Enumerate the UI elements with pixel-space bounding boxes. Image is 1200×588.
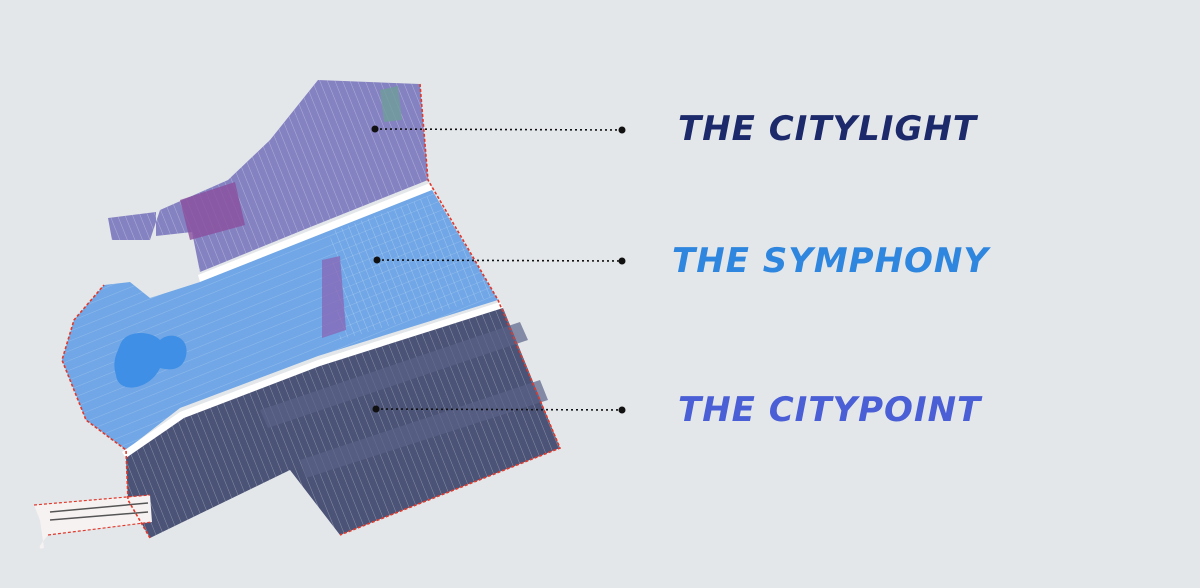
leader-symphony xyxy=(373,256,626,265)
leader-citylight xyxy=(371,125,626,134)
leader-dot-icon xyxy=(618,406,626,414)
zone-divider-2 xyxy=(122,302,503,458)
zone-citylight-area xyxy=(108,80,428,272)
access-road xyxy=(33,494,153,549)
zone-label-citypoint: THE CITYPOINT xyxy=(678,390,982,430)
green-block-symphony xyxy=(322,256,346,338)
boundary-line-icon xyxy=(61,83,562,539)
zone-symphony-area xyxy=(62,190,498,450)
zone-divider-1 xyxy=(198,183,432,282)
lake-icon xyxy=(114,333,187,388)
zone-label-symphony: THE SYMPHONY xyxy=(672,241,990,281)
plaza-block xyxy=(180,182,245,240)
leader-dot-icon xyxy=(618,257,626,265)
leader-dot-icon xyxy=(618,126,626,134)
leader-citypoint xyxy=(372,405,626,414)
zone-label-citylight: THE CITYLIGHT xyxy=(678,109,977,149)
green-block xyxy=(380,86,402,122)
zone-citypoint-area xyxy=(126,308,560,538)
